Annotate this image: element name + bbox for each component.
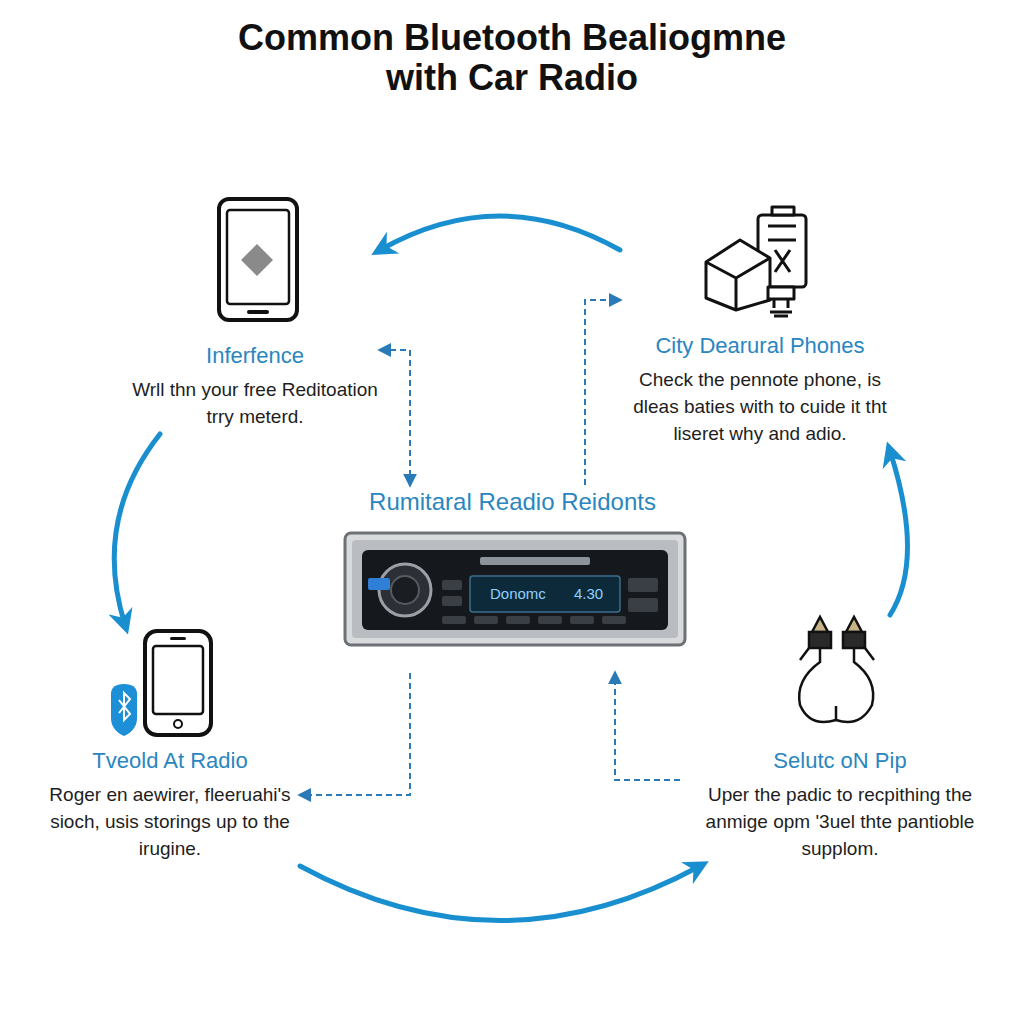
section-body: Roger en aewirer, fleeruahi's sioch, usi… <box>40 781 300 862</box>
section-body: Wrll thn your free Reditoation trry mete… <box>130 376 380 430</box>
section-heading: City Dearural Phones <box>620 332 900 360</box>
car-radio <box>345 533 685 645</box>
section-body: Uper the padic to recpithing the anmige … <box>680 781 1000 862</box>
device-icon <box>706 207 806 316</box>
phone-icon <box>219 199 297 320</box>
bluetooth-phone-icon <box>111 631 211 736</box>
cycle-arrow <box>114 434 160 625</box>
dashed-connector <box>585 300 620 485</box>
dashed-connector <box>615 673 680 780</box>
cycle-arrow <box>380 216 620 250</box>
phones-box: City Dearural PhonesCheck the pennote ph… <box>620 195 900 451</box>
display-time: 4.30 <box>574 585 603 603</box>
solution-box: Selutc oN PipUper the padic to recpithin… <box>680 615 1000 866</box>
dashed-connector <box>300 673 410 795</box>
radio-box: Rumitaral Readio Reidonts <box>335 485 690 673</box>
cycle-arrow <box>300 866 700 921</box>
cycle-arrow <box>890 451 908 615</box>
radio-pairing-box: Tveold At RadioRoger en aewirer, fleerua… <box>40 625 300 866</box>
dashed-connector <box>380 350 410 485</box>
diagram-title: Common Bluetooth Bealiogmne with Car Rad… <box>212 18 812 98</box>
section-body: Check the pennote phone, is dleas baties… <box>620 366 900 447</box>
section-heading: Selutc oN Pip <box>680 747 1000 775</box>
display-text: Donomc <box>490 585 546 603</box>
radio-heading: Rumitaral Readio Reidonts <box>335 487 690 517</box>
interference-box: InferfenceWrll thn your free Reditoation… <box>130 190 380 434</box>
section-heading: Inferfence <box>130 342 380 370</box>
earbuds-icon <box>799 617 874 722</box>
section-heading: Tveold At Radio <box>40 747 300 775</box>
